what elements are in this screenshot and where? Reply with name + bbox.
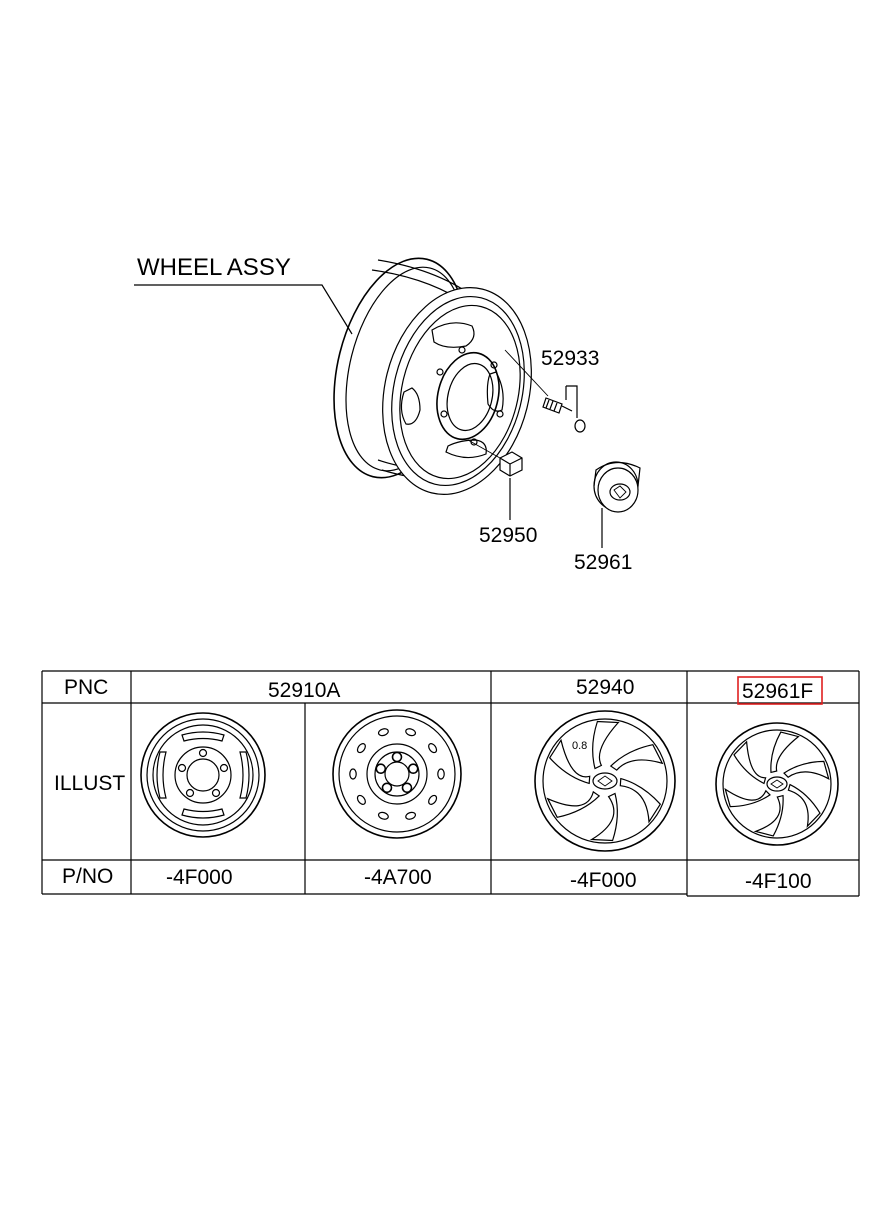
slot-mark [437, 768, 445, 780]
illust-steel-wheel-5-hole [140, 712, 266, 838]
pno-4a700: -4A700 [364, 866, 432, 889]
lug-nut-mark [375, 763, 387, 775]
wheel-assy-leader [134, 284, 353, 335]
slot-mark [356, 794, 366, 805]
slot-mark [377, 728, 389, 737]
valve-cap-icon [574, 419, 586, 433]
wheel-nut-icon [467, 439, 523, 477]
cover-spoke-mark [546, 790, 601, 818]
nut-part-number: 52950 [479, 524, 537, 547]
cover-spoke-mark [619, 777, 662, 824]
cover-spoke-mark [787, 783, 821, 828]
valve-leader [565, 385, 578, 418]
cover-spoke-mark [783, 760, 830, 781]
cover-spoke-mark [609, 744, 664, 771]
slot-mark [377, 811, 389, 820]
cover-spoke-mark [592, 720, 620, 770]
wheel-assy-label: WHEEL ASSY [137, 254, 291, 281]
slot-mark [356, 743, 366, 754]
center-cap-icon [593, 461, 641, 513]
illust-wheel-cover-52961f [715, 722, 839, 846]
illust-wheel-cover-52940: 0.8 [534, 710, 676, 852]
pnc-52961f: 52961F [742, 680, 813, 703]
slot-mark [428, 794, 438, 805]
slot-mark [405, 811, 417, 820]
exploded-view: WHEEL ASSY [134, 254, 641, 574]
valve-part-number: 52933 [541, 347, 599, 370]
pnc-52910a: 52910A [268, 679, 340, 702]
slot-mark [428, 743, 438, 754]
lug-nut-mark [407, 763, 419, 775]
cover-marking: 0.8 [572, 740, 587, 752]
cover-spoke-mark [548, 738, 591, 785]
pno-4f100: -4F100 [745, 870, 812, 893]
wheel-assembly-drawing [333, 257, 549, 495]
pno-4f000-cover: -4F000 [570, 869, 637, 892]
parts-table: PNC ILLUST P/NO 52910A 52940 52961F -4F0… [41, 670, 860, 897]
cover-spoke-mark [589, 792, 618, 842]
pnc-52940: 52940 [576, 676, 634, 699]
row-header-illust: ILLUST [54, 772, 125, 795]
highlight-box [737, 676, 823, 705]
cover-spoke-mark [724, 787, 771, 808]
slot-mark [405, 728, 417, 737]
row-header-pnc: PNC [64, 676, 108, 699]
pno-4f000-steel: -4F000 [166, 866, 233, 889]
cap-part-number: 52961 [574, 551, 632, 574]
row-header-pno: P/NO [62, 865, 113, 888]
lug-nut-mark [381, 782, 393, 794]
slot-mark [349, 768, 357, 780]
lug-nut-mark [401, 782, 413, 794]
cover-spoke-mark [733, 740, 767, 785]
valve-stem-icon [542, 397, 573, 414]
cover-spoke-mark [753, 794, 784, 837]
illust-steel-wheel-slotted [332, 709, 462, 839]
cover-spoke-mark [770, 731, 800, 774]
lug-nut-mark [391, 751, 403, 763]
